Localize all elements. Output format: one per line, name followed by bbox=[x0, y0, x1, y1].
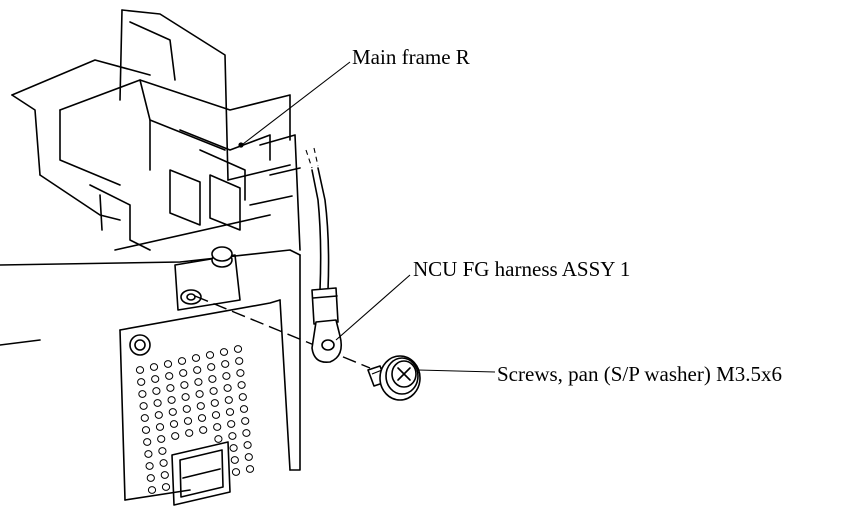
vent-hole bbox=[211, 411, 221, 419]
vent-hole bbox=[214, 435, 223, 443]
vent-hole bbox=[193, 366, 202, 374]
vent-hole bbox=[168, 408, 177, 416]
vent-hole bbox=[147, 486, 157, 494]
vent-hole bbox=[146, 474, 155, 482]
vent-hole bbox=[224, 396, 233, 404]
vent-hole bbox=[196, 402, 205, 410]
lower-chassis bbox=[0, 249, 301, 501]
vent-hole bbox=[227, 420, 236, 428]
vent-hole bbox=[205, 351, 215, 359]
ncu-fg-harness bbox=[305, 147, 343, 364]
vent-hole bbox=[213, 423, 222, 431]
vent-hole bbox=[223, 384, 232, 392]
vent-hole bbox=[239, 405, 249, 413]
vent-hole bbox=[180, 381, 189, 389]
vent-hole bbox=[145, 462, 154, 470]
vent-hole bbox=[149, 363, 159, 371]
vent-hole bbox=[155, 423, 165, 431]
vent-hole bbox=[135, 366, 145, 374]
vent-hole bbox=[154, 411, 163, 419]
vent-hole bbox=[171, 432, 180, 440]
vent-hole bbox=[241, 417, 250, 425]
vent-hole bbox=[138, 390, 147, 398]
vent-hole bbox=[137, 378, 146, 386]
assembly-axis bbox=[194, 295, 371, 369]
vent-hole bbox=[209, 387, 218, 395]
vent-hole bbox=[191, 354, 201, 362]
vent-hole bbox=[236, 369, 245, 377]
main-frame-r bbox=[11, 9, 301, 251]
vent-hole bbox=[158, 447, 167, 455]
vent-hole bbox=[167, 396, 176, 404]
vent-hole bbox=[143, 438, 152, 446]
vent-hole bbox=[194, 378, 203, 386]
power-switch bbox=[171, 441, 231, 506]
vent-hole bbox=[160, 471, 169, 479]
vent-hole bbox=[197, 414, 207, 422]
vent-grid bbox=[135, 345, 255, 494]
vent-hole bbox=[237, 381, 246, 389]
vent-hole bbox=[219, 348, 229, 356]
screw-pan-sp-washer bbox=[367, 355, 421, 401]
vent-hole bbox=[195, 390, 204, 398]
vent-hole bbox=[229, 444, 238, 452]
screw-boss bbox=[180, 246, 233, 305]
main-frame-r-callout: Main frame R bbox=[352, 45, 470, 69]
vent-hole bbox=[222, 372, 231, 380]
vent-hole bbox=[153, 399, 162, 407]
vent-hole bbox=[210, 399, 219, 407]
vent-hole bbox=[231, 468, 241, 476]
vent-hole bbox=[182, 405, 191, 413]
vent-hole bbox=[230, 456, 239, 464]
vent-hole bbox=[221, 360, 230, 368]
vent-hole bbox=[208, 375, 217, 383]
vent-hole bbox=[151, 375, 160, 383]
vent-hole bbox=[225, 408, 235, 416]
vent-hole bbox=[181, 393, 190, 401]
vent-hole bbox=[177, 357, 187, 365]
vent-hole bbox=[244, 453, 253, 461]
vent-hole bbox=[238, 393, 247, 401]
vent-hole bbox=[166, 384, 175, 392]
vent-hole bbox=[165, 372, 174, 380]
vent-hole bbox=[161, 483, 171, 491]
vent-hole bbox=[139, 402, 148, 410]
vent-hole bbox=[179, 369, 188, 377]
vent-hole bbox=[185, 429, 194, 437]
screws-callout: Screws, pan (S/P washer) M3.5x6 bbox=[497, 362, 783, 386]
vent-hole bbox=[141, 426, 151, 434]
vent-hole bbox=[159, 459, 168, 467]
vent-hole bbox=[199, 426, 208, 434]
vent-hole bbox=[235, 357, 244, 365]
vent-hole bbox=[242, 429, 251, 437]
vent-hole bbox=[228, 432, 237, 440]
vent-hole bbox=[169, 420, 179, 428]
vent-hole bbox=[144, 450, 153, 458]
vent-hole bbox=[163, 360, 173, 368]
vent-hole bbox=[207, 363, 216, 371]
leader-lines bbox=[242, 61, 496, 373]
vent-hole bbox=[243, 441, 252, 449]
vent-hole bbox=[157, 435, 166, 443]
vent-hole bbox=[245, 465, 255, 473]
vent-hole bbox=[152, 387, 161, 395]
vent-hole bbox=[233, 345, 243, 353]
ncu-fg-harness-callout: NCU FG harness ASSY 1 bbox=[413, 257, 631, 281]
vent-hole bbox=[183, 417, 193, 425]
vent-hole bbox=[140, 414, 149, 422]
